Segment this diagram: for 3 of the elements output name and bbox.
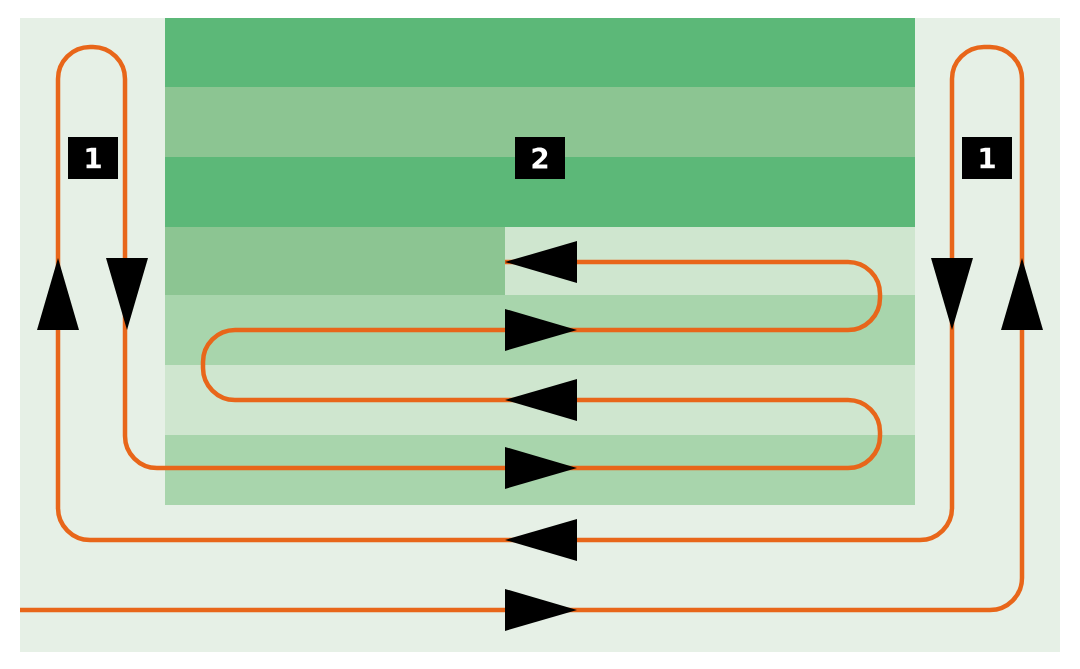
callout-number: 1 [962,137,1012,179]
callout-number: 2 [515,137,565,179]
callout-number: 1 [68,137,118,179]
